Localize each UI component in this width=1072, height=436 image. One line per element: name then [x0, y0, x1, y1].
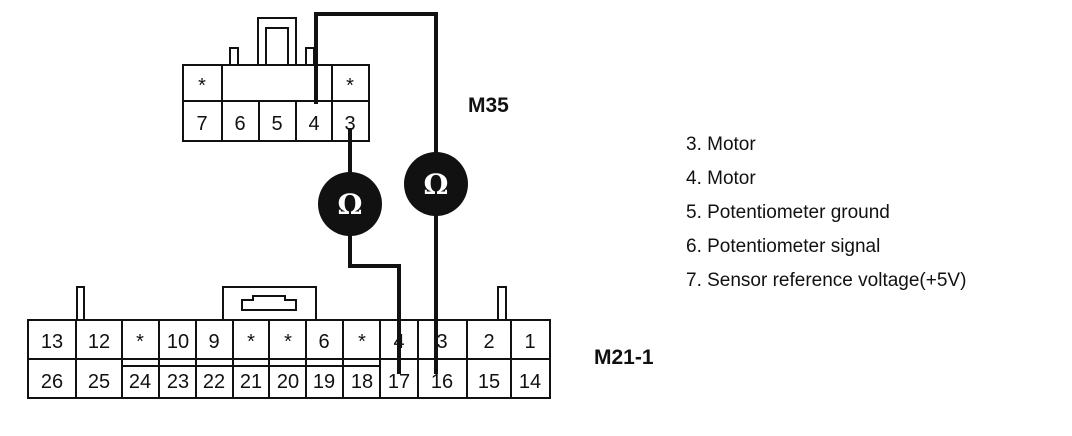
- legend-item-5: 5. Potentiometer ground: [686, 202, 890, 223]
- m21-pin-25: 25: [88, 371, 110, 393]
- m21-pin-1: 1: [524, 331, 535, 353]
- m35-connector-label: M35: [468, 94, 509, 117]
- m21-pin-18: 18: [351, 371, 373, 393]
- m35-pin-3: 3: [344, 113, 355, 135]
- m21-pin-2: 2: [483, 331, 494, 353]
- m35-top-pin-1: *: [198, 75, 206, 97]
- m21-pin-26: 26: [41, 371, 63, 393]
- m35-pin-7: 7: [196, 113, 207, 135]
- m21-pin-20: 20: [277, 371, 299, 393]
- ohm-icon: Ω: [424, 168, 449, 201]
- m21-pin-7: *: [284, 331, 292, 353]
- m21-pin-3: 3: [436, 331, 447, 353]
- ohmmeter-2: Ω: [404, 152, 468, 216]
- m35-pin-6: 6: [234, 113, 245, 135]
- m35-pin-4: 4: [308, 113, 319, 135]
- ohmmeter-1-body: [318, 172, 382, 236]
- m21-pin-24: 24: [129, 371, 151, 393]
- m21-1-pin-labels: 13 12 * 10 9 * * 6 * 4 3 2 1 26 25 24 23…: [41, 331, 541, 393]
- m21-pin-12: 12: [88, 331, 110, 353]
- legend-item-7: 7. Sensor reference voltage(+5V): [686, 270, 967, 291]
- m21-pin-22: 22: [203, 371, 225, 393]
- m21-1-connector: [27, 286, 551, 399]
- m21-pin-13: 13: [41, 331, 63, 353]
- legend-item-4: 4. Motor: [686, 168, 756, 189]
- legend-item-3: 3. Motor: [686, 134, 756, 155]
- m21-pin-9: 9: [208, 331, 219, 353]
- m21-pin-16: 16: [431, 371, 453, 393]
- m21-pin-6: 6: [318, 331, 329, 353]
- m21-pin-11: *: [136, 331, 144, 353]
- m21-pin-10: 10: [167, 331, 189, 353]
- m21-pin-19: 19: [313, 371, 335, 393]
- pin-legend: 3. Motor 4. Motor 5. Potentiometer groun…: [686, 128, 966, 298]
- m21-pin-8: *: [247, 331, 255, 353]
- m21-pin-15: 15: [478, 371, 500, 393]
- m21-pin-21: 21: [240, 371, 262, 393]
- m21-pin-14: 14: [519, 371, 541, 393]
- m35-connector: [182, 17, 370, 142]
- m35-top-pin-5: *: [346, 75, 354, 97]
- m21-1-connector-label: M21-1: [594, 346, 654, 369]
- ohmmeter-1: Ω: [318, 172, 382, 236]
- ohm-icon: Ω: [338, 188, 363, 221]
- m21-pin-23: 23: [167, 371, 189, 393]
- ohmmeter-2-body: [404, 152, 468, 216]
- legend-item-6: 6. Potentiometer signal: [686, 236, 881, 257]
- m21-pin-5: *: [358, 331, 366, 353]
- m21-pin-17: 17: [388, 371, 410, 393]
- m35-pin-5: 5: [271, 113, 282, 135]
- m35-pin-labels: * * 7 6 5 4 3: [196, 75, 355, 135]
